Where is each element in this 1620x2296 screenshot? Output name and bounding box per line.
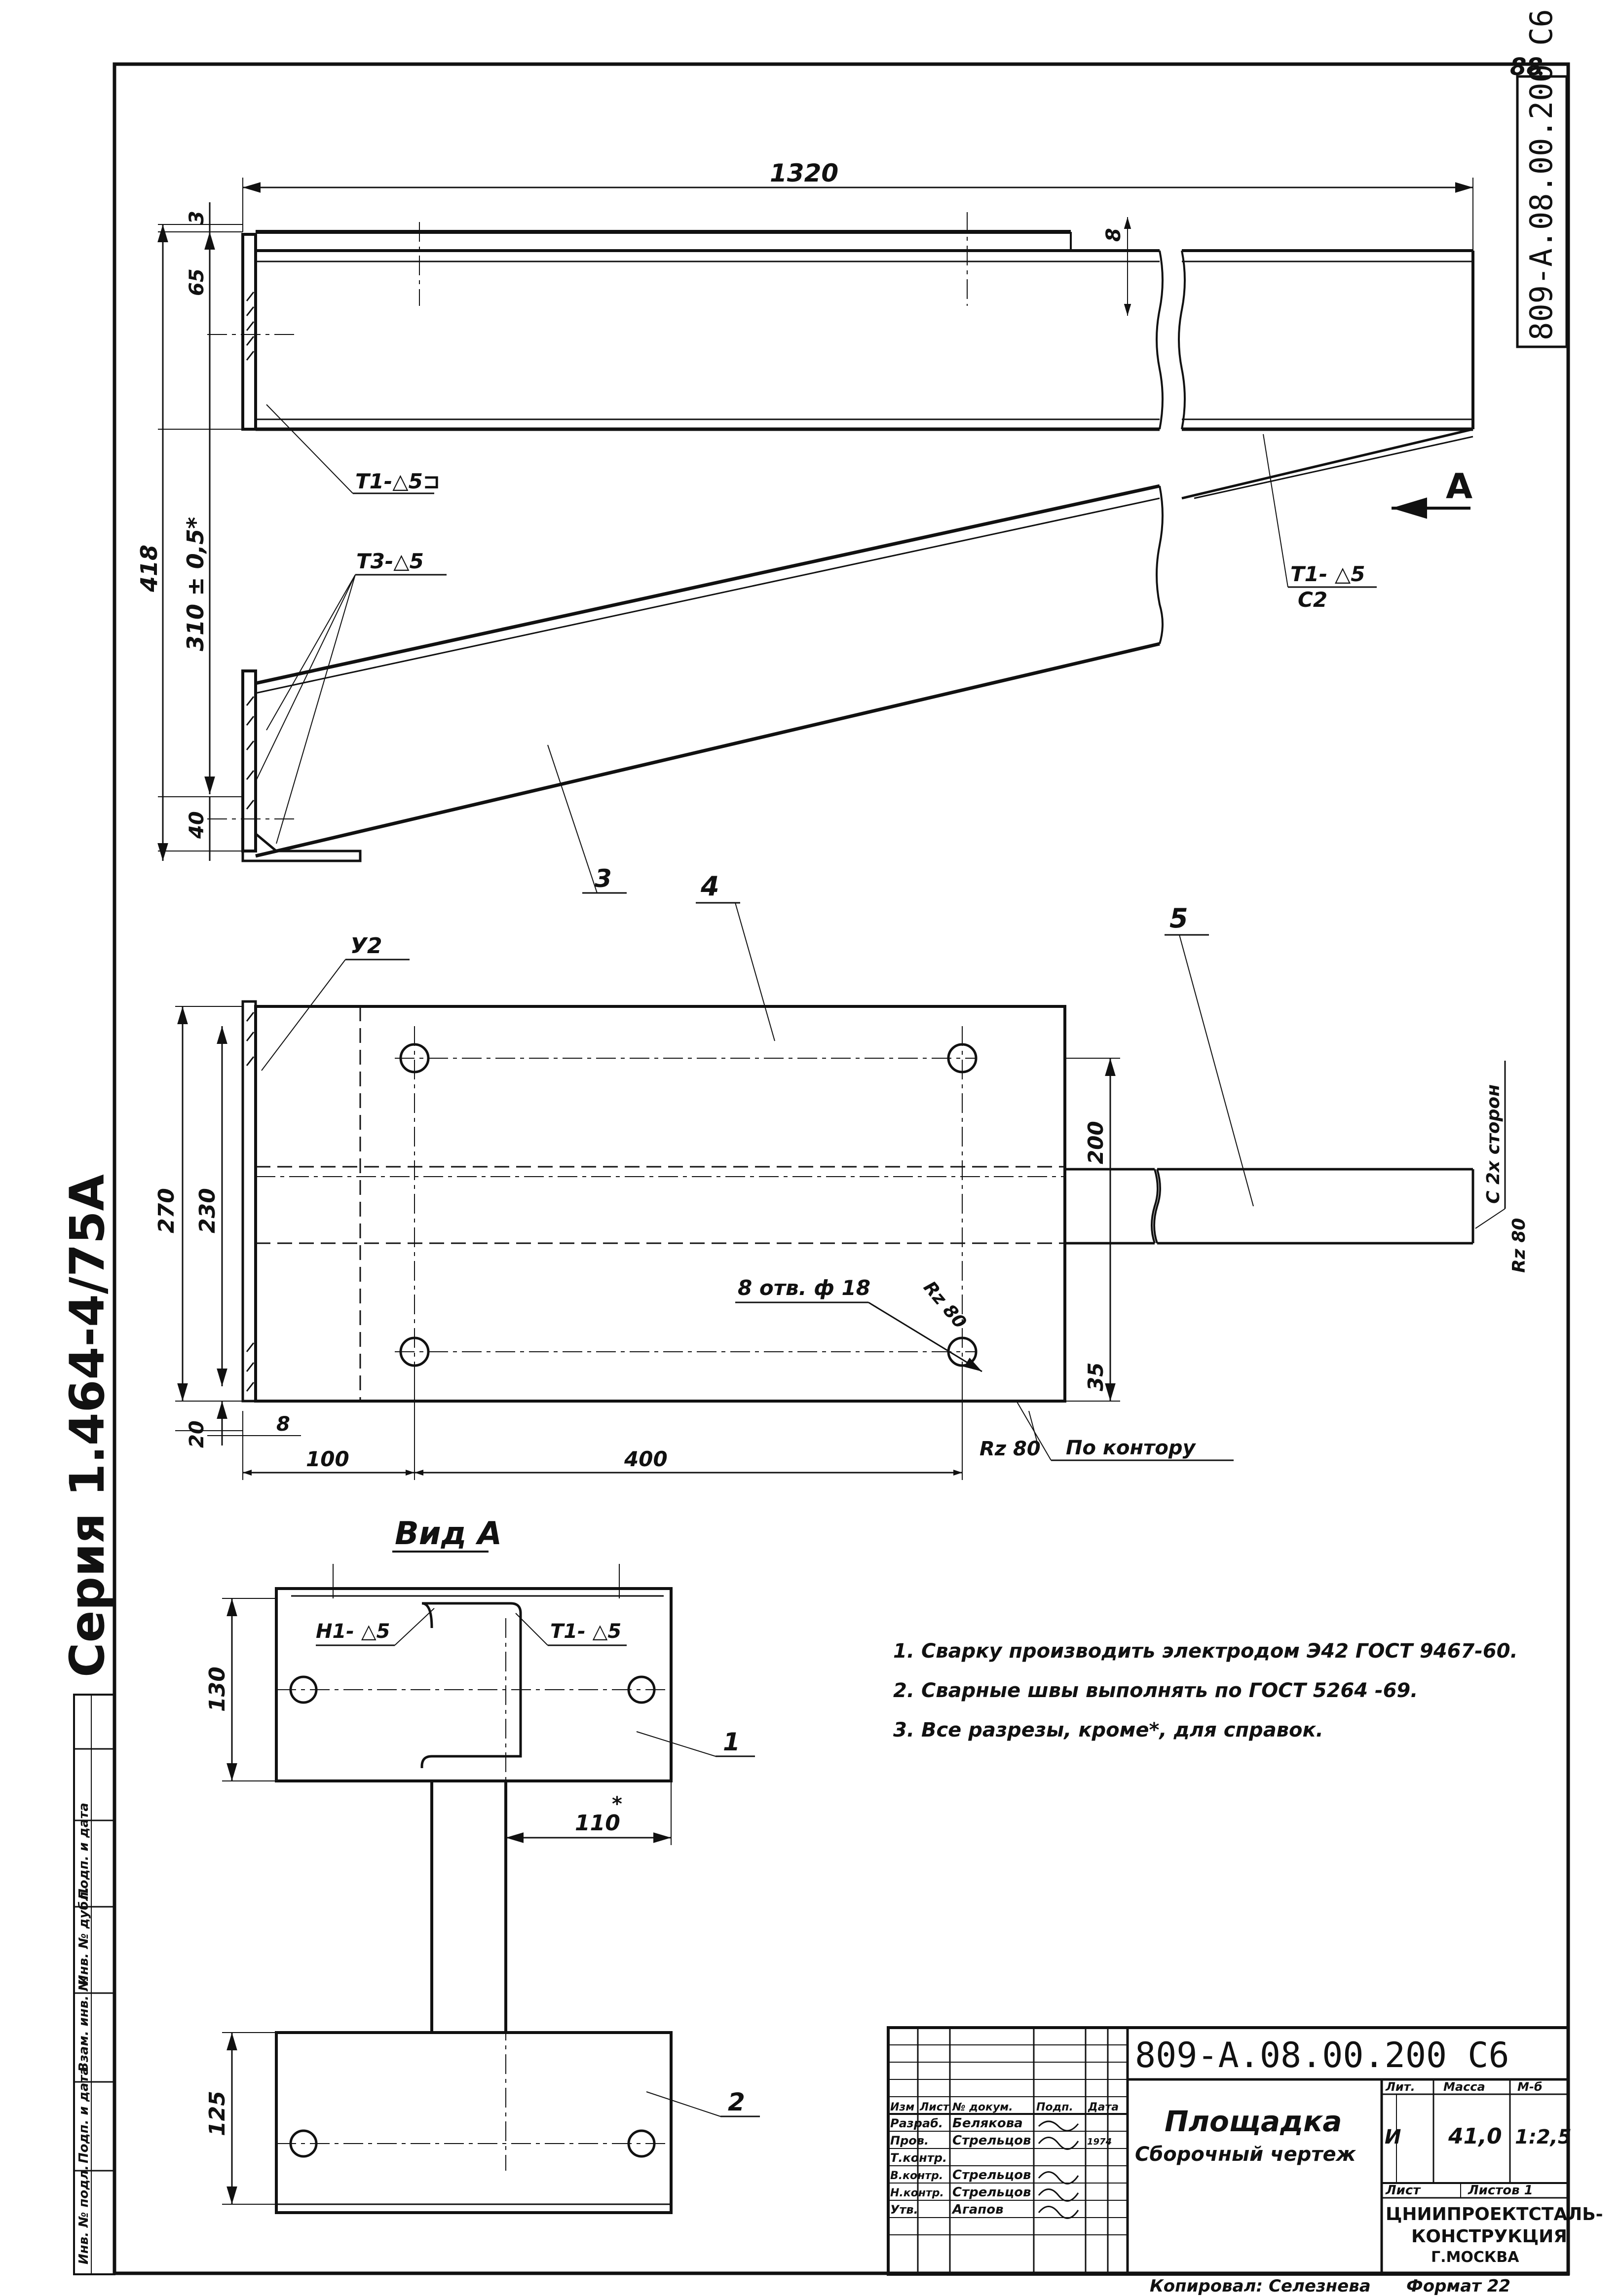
tb-role-4: Н.контр.: [890, 2187, 944, 2199]
dim-110: 110: [575, 1811, 620, 1836]
tb-scale-value: 1:2,5: [1515, 2126, 1572, 2148]
tb-subname: Сборочный чертеж: [1135, 2143, 1356, 2166]
plan-dimensions: 270 230 20 8 100 400 200 35: [154, 1006, 1120, 1480]
series-label: Серия 1.464-4/75А: [60, 1174, 115, 1677]
dim-40: 40: [186, 811, 208, 839]
dim-8-plan: 8: [276, 1413, 290, 1436]
weld-h1: Н1- △5: [316, 1620, 390, 1643]
callout-1-text: 1: [723, 1728, 740, 1756]
view-arrow-label: А: [1446, 466, 1472, 507]
dim-110-star: *: [612, 1793, 622, 1815]
tb-role-2: Т.контр.: [890, 2151, 947, 2165]
tb-role-0: Разраб.: [890, 2116, 943, 2130]
dim-310: 310 ± 0,5*: [182, 517, 209, 651]
c2-sides: С 2х сторон: [1483, 1084, 1504, 1204]
weld-t1-c2-top: Т1- △5: [1290, 562, 1365, 586]
callout-5-text: 5: [1169, 903, 1188, 934]
stamp-podp-data-2: Подп. и дата: [76, 1803, 91, 1899]
tb-role-5: Утв.: [890, 2203, 918, 2217]
tb-name: Площадка: [1165, 2105, 1342, 2138]
dim-65: 65: [186, 268, 208, 296]
dim-418: 418: [136, 545, 162, 593]
top-dimensions: 1320 3 65 418 310 ± 0,5* 40 8: [136, 159, 1473, 861]
copied-by: Копировал: Селезнева: [1150, 2276, 1371, 2296]
stamp-podp-data-1: Подп. и дата: [76, 2067, 91, 2163]
y2-label: У2: [350, 933, 382, 959]
side-elevation: [207, 212, 1474, 862]
title-block: Изм Лист № докум. Подп. Дата Разраб. Бел…: [887, 2026, 1603, 2276]
callout-2-text: 2: [728, 2088, 745, 2116]
tb-name-4: Стрельцов: [952, 2185, 1031, 2200]
dim-1320: 1320: [770, 159, 838, 187]
dim-8-top: 8: [1102, 228, 1125, 242]
tb-name-3: Стрельцов: [952, 2168, 1031, 2183]
notes: 1. Сварку производить электродом Э42 ГОС…: [893, 1640, 1518, 1741]
weld-t1-c2-bottom: С2: [1298, 588, 1327, 612]
plan-annotations: У2 4 5 8 отв. ф 18 Rz 80 Rz 80 По контор…: [261, 871, 1529, 1461]
weld-t1-view: Т1- △5: [550, 1620, 621, 1643]
tb-lit-label: Лит.: [1385, 2080, 1415, 2094]
dim-20: 20: [186, 1420, 208, 1448]
tb-col-podp: Подп.: [1036, 2101, 1073, 2113]
tb-date-1: 1974: [1087, 2137, 1112, 2147]
note-3: 3. Все разрезы, кроме*, для справок.: [893, 1719, 1323, 1741]
view-a-title: Вид А: [395, 1516, 502, 1552]
tb-lit-value: И: [1385, 2126, 1401, 2148]
po-konturu: По контору: [1066, 1437, 1196, 1459]
note-1: 1. Сварку производить электродом Э42 ГОС…: [893, 1640, 1518, 1663]
tb-role-3: В.контр.: [890, 2170, 943, 2182]
dim-270: 270: [154, 1188, 179, 1233]
dim-200: 200: [1084, 1121, 1108, 1164]
tb-org-1: ЦНИИПРОЕКТСТАЛЬ-: [1386, 2204, 1603, 2224]
format-label: Формат 22: [1406, 2276, 1510, 2296]
tb-code: 809-А.08.00.200 С6: [1135, 2035, 1509, 2075]
plan-view: [241, 1000, 1474, 1403]
tb-sheets-label: Листов 1: [1468, 2183, 1533, 2198]
side-stamp: Инв. № подл. Подп. и дата Взам. инв. № И…: [73, 1694, 115, 2275]
dim-130: 130: [205, 1666, 230, 1712]
tb-col-izm: Изм: [890, 2101, 914, 2113]
corner-code-text: 809-A.08.00.200 C6: [1523, 9, 1559, 340]
tb-col-ndokum: № докум.: [952, 2101, 1013, 2113]
rz80-b: Rz 80: [980, 1438, 1041, 1460]
top-weld-annotations: Т1-△5⊐ Т3-△5 Т1- △5 С2 А: [256, 404, 1472, 844]
tb-mass-label: Масса: [1443, 2080, 1485, 2094]
sheet-frame: [113, 62, 1570, 2275]
tb-role-1: Пров.: [890, 2134, 929, 2148]
callout-3: 3: [547, 744, 627, 894]
callout-4-text: 4: [700, 871, 719, 902]
stamp-vzam-inv: Взам. инв. №: [76, 1976, 91, 2073]
dim-3: 3: [186, 211, 208, 224]
tb-name-0: Белякова: [952, 2116, 1023, 2131]
callout-3-text: 3: [595, 864, 612, 893]
tb-name-5: Агапов: [951, 2202, 1004, 2217]
weld-t3: Т3-△5: [356, 549, 424, 573]
tb-sheet-label: Лист: [1385, 2183, 1421, 2198]
tb-scale-label: М-б: [1517, 2080, 1543, 2094]
stamp-inv-dubl: Инв. № дубл.: [76, 1887, 91, 1986]
tb-mass-value: 41,0: [1448, 2124, 1502, 2149]
rz80-c: Rz 80: [1509, 1218, 1529, 1273]
stamp-inv-podl: Инв. № подл.: [76, 2165, 91, 2264]
dim-400: 400: [624, 1447, 668, 1471]
holes-label: 8 отв. ф 18: [738, 1276, 870, 1300]
tb-name-1: Стрельцов: [952, 2133, 1031, 2148]
dim-230: 230: [195, 1188, 220, 1233]
dim-125: 125: [205, 2091, 230, 2136]
tb-org-2: КОНСТРУКЦИЯ: [1411, 2226, 1567, 2247]
tb-col-data: Дата: [1088, 2101, 1119, 2113]
corner-code-box: 809-A.08.00.200 C6: [1516, 9, 1568, 348]
dim-35: 35: [1084, 1363, 1108, 1391]
weld-t1-top: Т1-△5⊐: [355, 469, 440, 493]
dim-100: 100: [306, 1447, 349, 1471]
tb-col-list: Лист: [919, 2101, 950, 2113]
note-2: 2. Сварные швы выполнять по ГОСТ 5264 -6…: [893, 1679, 1418, 1702]
tb-org-3: Г.МОСКВА: [1431, 2249, 1519, 2266]
view-a: Вид А: [275, 1516, 673, 2214]
view-a-dimensions: 130 110 * 125 Н1- △5 Т1- △5 1 2: [205, 1598, 760, 2205]
